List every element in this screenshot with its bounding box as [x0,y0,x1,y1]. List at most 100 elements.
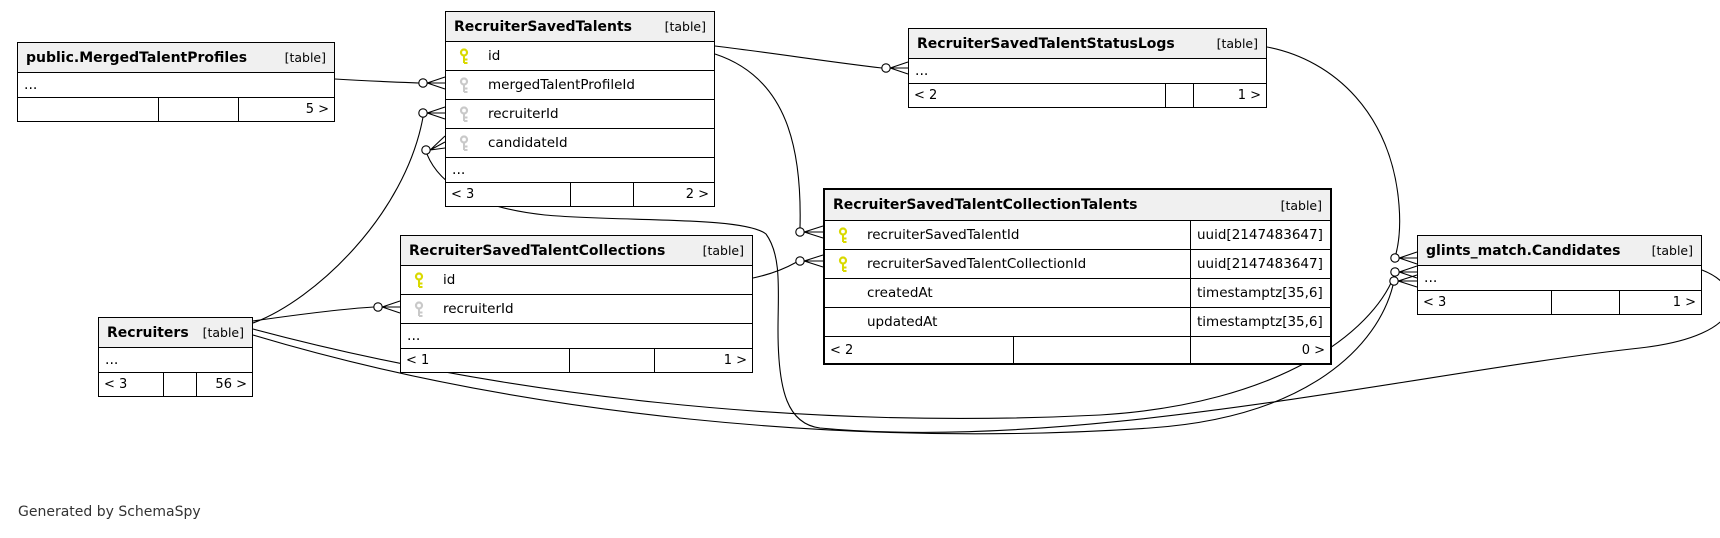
column-row: candidateId [446,128,714,157]
table-title[interactable]: Recruiters [107,324,189,341]
column-name: mergedTalentProfileId [488,77,635,93]
table-recruiter-saved-talent-collections[interactable]: RecruiterSavedTalentCollections [table] … [400,235,753,373]
children-count: 0 > [1190,337,1330,363]
column-name: createdAt [867,285,933,301]
table-recruiter-saved-talents[interactable]: RecruiterSavedTalents [table] id mergedT… [445,11,715,207]
column-row: recruiterSavedTalentCollectionId uuid[21… [825,249,1330,278]
column-row: updatedAt timestamptz[35,6] [825,307,1330,336]
parents-count: < 1 [406,353,430,368]
parents-count: < 2 [830,342,854,358]
table-title[interactable]: glints_match.Candidates [1426,242,1621,259]
degree-stats-row: 5 > [18,97,334,121]
parents-count: < 3 [104,377,128,392]
children-count: 5 > [238,98,334,121]
column-row: mergedTalentProfileId [446,70,714,99]
column-name: recruiterSavedTalentCollectionId [867,256,1087,272]
column-name: recruiterSavedTalentId [867,227,1020,243]
generated-by-note: Generated by SchemaSpy [18,504,201,520]
table-header: RecruiterSavedTalentCollectionTalents [t… [825,190,1330,220]
foreign-key-icon [413,301,425,317]
children-count: 1 > [654,349,752,372]
table-recruiter-saved-talent-status-logs[interactable]: RecruiterSavedTalentStatusLogs [table] .… [908,28,1267,108]
column-row: createdAt timestamptz[35,6] [825,278,1330,307]
parents-count: < 3 [1423,295,1447,310]
table-header: public.MergedTalentProfiles [table] [18,43,334,72]
column-name: candidateId [488,135,568,151]
edge-recruitersavedtalents-collectiontalents [714,53,824,239]
column-row: recruiterId [401,294,752,323]
foreign-key-icon [458,135,470,151]
hidden-columns-ellipsis: ... [18,72,334,97]
degree-stats-row: < 3 2 > [446,182,714,206]
table-header: Recruiters [table] [99,318,252,347]
parents-count: < 2 [914,88,938,103]
stats-spacer [1551,291,1619,314]
column-row: recruiterSavedTalentId uuid[2147483647] [825,220,1330,249]
degree-stats-row: < 3 1 > [1418,290,1701,314]
table-title[interactable]: public.MergedTalentProfiles [26,49,248,66]
table-title[interactable]: RecruiterSavedTalentCollectionTalents [833,197,1138,213]
column-row: recruiterId [446,99,714,128]
hidden-columns-ellipsis: ... [1418,265,1701,290]
degree-stats-row: < 2 1 > [909,83,1266,107]
stats-spacer [1165,84,1193,107]
table-header: RecruiterSavedTalentCollections [table] [401,236,752,265]
edge-recruiters-collections [252,300,401,322]
table-title[interactable]: RecruiterSavedTalentStatusLogs [917,35,1175,52]
parents-count [18,98,158,121]
degree-stats-row: < 1 1 > [401,348,752,372]
table-tag: [table] [202,325,244,340]
hidden-columns-ellipsis: ... [99,347,252,372]
foreign-key-icon [458,106,470,122]
parents-count: < 3 [451,187,475,202]
column-row: id [401,265,752,294]
column-name: id [443,272,456,288]
edge-recruiters-candidates-2 [252,274,1418,435]
table-recruiters[interactable]: Recruiters [table] ... < 3 56 > [98,317,253,397]
primary-key-icon [458,48,470,64]
hidden-columns-ellipsis: ... [401,323,752,348]
table-tag: [table] [284,50,326,65]
primary-key-icon [837,256,849,272]
table-tag: [table] [1280,197,1322,213]
table-tag: [table] [1216,36,1258,51]
column-name: id [488,48,501,64]
table-title[interactable]: RecruiterSavedTalents [454,18,632,35]
children-count: 2 > [633,183,714,206]
edge-candidates-recruitersavedtalents [421,135,1720,433]
edge-mergedtalentprofiles-recruitersavedtalents [334,76,446,90]
table-header: glints_match.Candidates [table] [1418,236,1701,265]
edge-statuslogs-candidates [1266,46,1418,265]
table-tag: [table] [1651,243,1693,258]
column-type: uuid[2147483647] [1190,250,1330,278]
hidden-columns-ellipsis: ... [909,58,1266,83]
column-name: recruiterId [443,301,514,317]
edge-recruiters-recruitersavedtalents [252,106,446,324]
no-key-spacer [837,285,849,301]
table-title[interactable]: RecruiterSavedTalentCollections [409,242,666,259]
column-type: timestamptz[35,6] [1190,308,1330,336]
primary-key-icon [413,272,425,288]
stats-spacer [1013,337,1190,363]
children-count: 56 > [196,373,252,396]
column-name: recruiterId [488,106,559,122]
column-type: timestamptz[35,6] [1190,279,1330,307]
no-key-spacer [837,314,849,330]
degree-stats-row: < 2 0 > [825,336,1330,363]
table-glints-match-candidates[interactable]: glints_match.Candidates [table] ... < 3 … [1417,235,1702,315]
stats-spacer [569,349,654,372]
table-recruiter-saved-talent-collection-talents[interactable]: RecruiterSavedTalentCollectionTalents [t… [823,188,1332,365]
children-count: 1 > [1193,84,1266,107]
column-row: id [446,41,714,70]
column-name: updatedAt [867,314,938,330]
children-count: 1 > [1619,291,1701,314]
table-header: RecruiterSavedTalentStatusLogs [table] [909,29,1266,58]
table-public-merged-talent-profiles[interactable]: public.MergedTalentProfiles [table] ... … [17,42,335,122]
table-header: RecruiterSavedTalents [table] [446,12,714,41]
table-tag: [table] [664,19,706,34]
column-type: uuid[2147483647] [1190,221,1330,249]
edge-recruitersavedtalents-statuslogs [714,45,909,75]
primary-key-icon [837,227,849,243]
stats-spacer [570,183,633,206]
